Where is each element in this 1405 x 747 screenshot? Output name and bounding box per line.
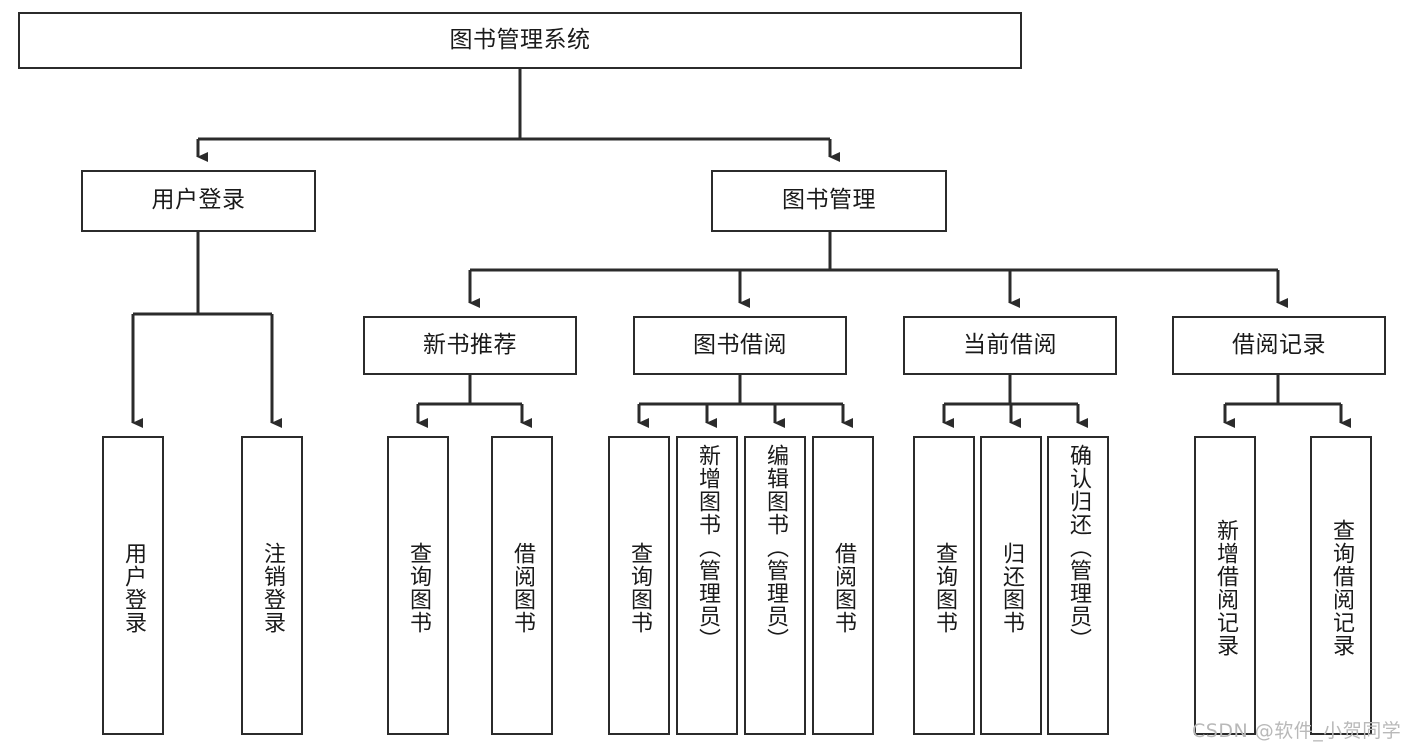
leaf-text-wrap: 编辑图书（管理员） <box>746 442 804 735</box>
leaf-book-borrow-edit-book-admin[interactable]: 编辑图书（管理员） <box>744 436 806 735</box>
node-book-borrow-label: 图书借阅 <box>693 331 787 358</box>
leaf-text-wrap: 归还图书 <box>982 442 1040 733</box>
leaf-label: 借阅图书 <box>509 541 535 634</box>
node-root-system[interactable]: 图书管理系统 <box>18 12 1022 69</box>
leaf-label: 借阅图书 <box>830 541 856 634</box>
leaf-text-wrap: 借阅图书 <box>814 442 872 733</box>
leaf-user-login-do-login[interactable]: 用户登录 <box>102 436 164 735</box>
leaf-text-wrap: 用户登录 <box>104 442 162 733</box>
node-book-management-label: 图书管理 <box>782 187 876 214</box>
leaf-label: 新增借阅记录 <box>1212 518 1238 657</box>
node-book-borrow[interactable]: 图书借阅 <box>633 316 847 375</box>
leaf-label: 查询图书 <box>626 541 652 634</box>
leaf-book-borrow-borrow-books[interactable]: 借阅图书 <box>812 436 874 735</box>
edges-root-to-level2 <box>196 68 840 162</box>
edges-new-book-to-leaves <box>416 375 532 428</box>
node-root-label: 图书管理系统 <box>449 26 591 53</box>
leaf-text-wrap: 查询图书 <box>915 442 973 733</box>
edges-book-borrow-to-leaves <box>637 375 853 428</box>
leaf-label: 归还图书 <box>998 541 1024 634</box>
leaf-text-wrap: 新增借阅记录 <box>1196 442 1254 733</box>
leaf-book-borrow-add-book-admin[interactable]: 新增图书（管理员） <box>676 436 738 735</box>
leaf-borrow-record-query-record[interactable]: 查询借阅记录 <box>1310 436 1372 735</box>
leaf-label: 确认归还（管理员） <box>1065 444 1091 651</box>
leaf-text-wrap: 确认归还（管理员） <box>1049 442 1107 735</box>
leaf-text-wrap: 查询借阅记录 <box>1312 442 1370 733</box>
edges-borrow-record-to-leaves <box>1223 375 1351 428</box>
leaf-text-wrap: 新增图书（管理员） <box>678 442 736 735</box>
edges-current-borrow-to-leaves <box>942 375 1088 428</box>
node-new-book-recommend-label: 新书推荐 <box>423 331 517 358</box>
node-borrow-record[interactable]: 借阅记录 <box>1172 316 1386 375</box>
edges-user-login-to-leaves <box>131 232 282 428</box>
leaf-text-wrap: 查询图书 <box>610 442 668 733</box>
node-current-borrow-label: 当前借阅 <box>963 331 1057 358</box>
leaf-book-borrow-query-books[interactable]: 查询图书 <box>608 436 670 735</box>
leaf-user-login-logout[interactable]: 注销登录 <box>241 436 303 735</box>
leaf-current-borrow-query-books[interactable]: 查询图书 <box>913 436 975 735</box>
leaf-new-book-borrow-books[interactable]: 借阅图书 <box>491 436 553 735</box>
edges-book-manage-to-level3 <box>468 232 1288 308</box>
leaf-label: 注销登录 <box>259 541 285 634</box>
node-user-login-label: 用户登录 <box>151 187 246 214</box>
node-borrow-record-label: 借阅记录 <box>1232 331 1326 358</box>
leaf-label: 新增图书（管理员） <box>694 444 720 651</box>
leaf-current-borrow-return-books[interactable]: 归还图书 <box>980 436 1042 735</box>
leaf-label: 查询图书 <box>405 541 431 634</box>
node-book-management[interactable]: 图书管理 <box>711 170 947 232</box>
leaf-label: 编辑图书（管理员） <box>762 444 788 651</box>
node-current-borrow[interactable]: 当前借阅 <box>903 316 1117 375</box>
leaf-label: 查询图书 <box>931 541 957 634</box>
leaf-text-wrap: 注销登录 <box>243 442 301 733</box>
node-user-login[interactable]: 用户登录 <box>81 170 316 232</box>
leaf-current-borrow-confirm-return-admin[interactable]: 确认归还（管理员） <box>1047 436 1109 735</box>
leaf-new-book-query-books[interactable]: 查询图书 <box>387 436 449 735</box>
leaf-label: 查询借阅记录 <box>1328 518 1354 657</box>
leaf-borrow-record-add-record[interactable]: 新增借阅记录 <box>1194 436 1256 735</box>
leaf-text-wrap: 查询图书 <box>389 442 447 733</box>
node-new-book-recommend[interactable]: 新书推荐 <box>363 316 577 375</box>
leaf-label: 用户登录 <box>120 541 146 634</box>
leaf-text-wrap: 借阅图书 <box>493 442 551 733</box>
